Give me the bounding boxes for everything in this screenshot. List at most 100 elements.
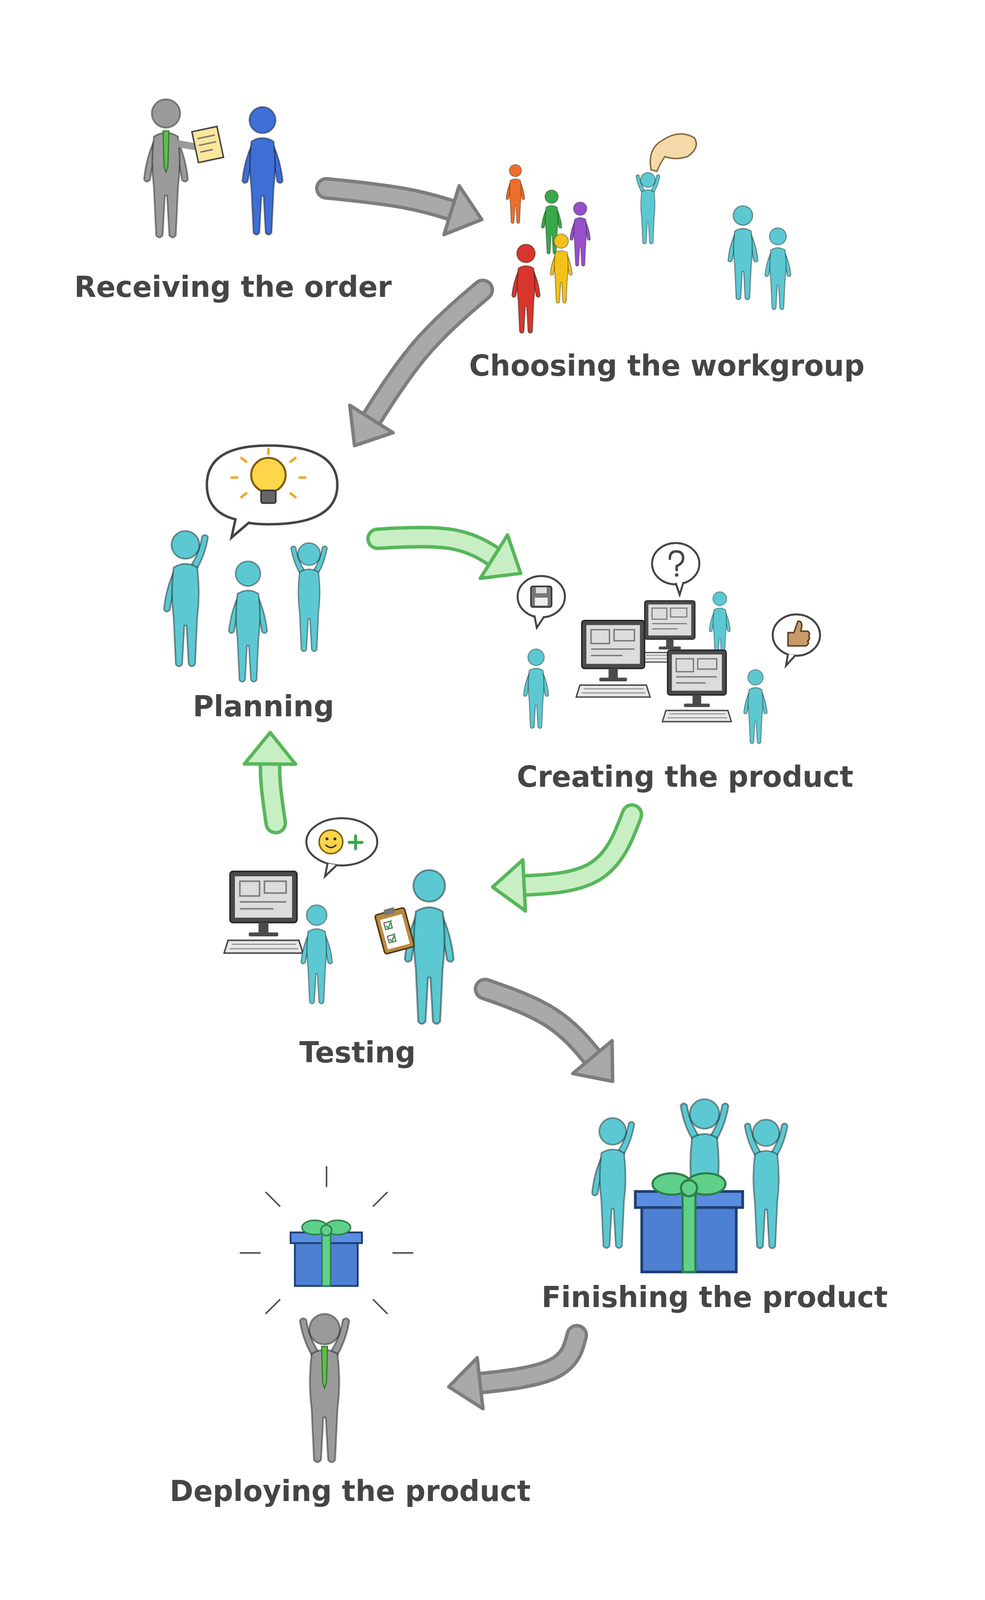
question-bubble — [652, 543, 700, 585]
question-bubble — [652, 543, 700, 595]
tie — [321, 1346, 328, 1389]
thumb-bubble — [788, 621, 810, 647]
step-blob — [474, 81, 822, 389]
step-node: Receiving the order — [66, 45, 398, 309]
step-blob — [66, 45, 353, 296]
finishing-scene — [591, 1099, 788, 1273]
step-node: Finishing the product — [535, 1066, 894, 1320]
arrow-head — [244, 732, 296, 765]
clipboard — [374, 907, 415, 955]
question-bubble — [675, 573, 679, 578]
thumb-bubble — [772, 614, 821, 657]
step-blob — [168, 1122, 470, 1501]
flow-arrow — [448, 1335, 577, 1410]
team-figure — [523, 649, 549, 729]
arrow-body — [520, 815, 632, 887]
client-figure — [143, 98, 188, 238]
step-node: Testing — [188, 796, 506, 1075]
computer — [576, 620, 651, 698]
step-blob-shape — [193, 809, 501, 1060]
save-bubble — [535, 587, 547, 594]
chosen-figure — [635, 172, 660, 245]
step-label: Receiving the order — [74, 270, 393, 305]
step-label-group: Creating the product — [516, 760, 854, 795]
planning-scene — [164, 445, 338, 683]
arrow-head — [572, 1041, 613, 1082]
arrow-head — [444, 185, 483, 235]
step-label: Choosing the workgroup — [469, 349, 865, 384]
bulb-base — [261, 490, 276, 504]
arrow-head — [480, 535, 521, 579]
team-figure — [744, 1119, 788, 1249]
thumb-bubble — [786, 654, 796, 666]
arrow-outline — [377, 537, 498, 559]
arrow-body — [476, 1335, 577, 1385]
feedback-bubble — [325, 845, 337, 849]
step-label-group: Testing — [299, 1036, 416, 1071]
arrow-outline — [520, 815, 632, 887]
tie — [163, 131, 169, 173]
lightbulb — [251, 458, 286, 493]
picking-hand — [650, 133, 696, 172]
candidate-figure — [511, 244, 540, 334]
step-blob — [479, 515, 843, 792]
clipboard — [380, 914, 410, 951]
arrow-outline — [476, 1335, 577, 1385]
step-blob — [107, 423, 404, 720]
step-label-group: Choosing the workgroup — [469, 349, 865, 384]
step-blob-shape — [173, 1138, 465, 1485]
order-paper — [197, 134, 218, 153]
arrow-body — [377, 537, 498, 559]
save-bubble — [517, 576, 565, 628]
arrow-outline — [269, 760, 276, 824]
team-figure — [709, 591, 731, 659]
feedback-bubble — [333, 837, 337, 841]
save-bubble — [517, 576, 565, 618]
save-bubble — [534, 597, 548, 606]
arrow-head — [492, 860, 526, 912]
candidate-figure — [506, 164, 526, 224]
flow-arrow — [326, 185, 482, 235]
team-figure — [591, 1118, 635, 1249]
save-bubble — [530, 586, 552, 608]
step-label: Creating the product — [516, 760, 854, 795]
step-node: Deploying the product — [164, 1122, 537, 1514]
feedback-bubble — [306, 818, 378, 866]
step-label: Testing — [299, 1036, 416, 1071]
feedback-bubble — [325, 863, 337, 877]
step-label: Finishing the product — [541, 1280, 888, 1316]
arrow-head — [448, 1358, 483, 1410]
question-bubble — [675, 582, 684, 595]
gift-box — [635, 1173, 743, 1273]
order-scene — [143, 98, 283, 238]
client-figure — [299, 1314, 350, 1463]
step-blob-shape — [489, 86, 807, 384]
team-figure — [242, 106, 283, 235]
flow-arrow — [485, 989, 613, 1082]
idea-bubble — [206, 445, 338, 538]
workgroup-scene — [506, 133, 791, 334]
candidate-figure — [550, 233, 573, 304]
arrow-body — [369, 290, 483, 423]
thumb-bubble — [772, 614, 821, 666]
computer — [224, 871, 303, 954]
arrow-body — [269, 760, 276, 824]
deploying-scene — [240, 1167, 413, 1463]
flow-arrow — [492, 815, 632, 912]
step-node: Planning — [107, 423, 404, 729]
flow-arrow — [244, 732, 296, 824]
clipboard — [383, 907, 395, 916]
step-label-group: Finishing the product — [541, 1280, 888, 1316]
question-bubble — [669, 551, 684, 571]
step-node: Choosing the workgroup — [463, 81, 871, 389]
arrow-body — [485, 989, 595, 1061]
step-blob-shape — [494, 520, 827, 787]
arrow-outline — [485, 989, 595, 1061]
order-paper — [192, 126, 224, 163]
arrow-head — [349, 405, 394, 446]
team-figure — [164, 530, 209, 667]
testing-scene — [224, 818, 454, 1025]
feedback-bubble — [325, 837, 329, 841]
